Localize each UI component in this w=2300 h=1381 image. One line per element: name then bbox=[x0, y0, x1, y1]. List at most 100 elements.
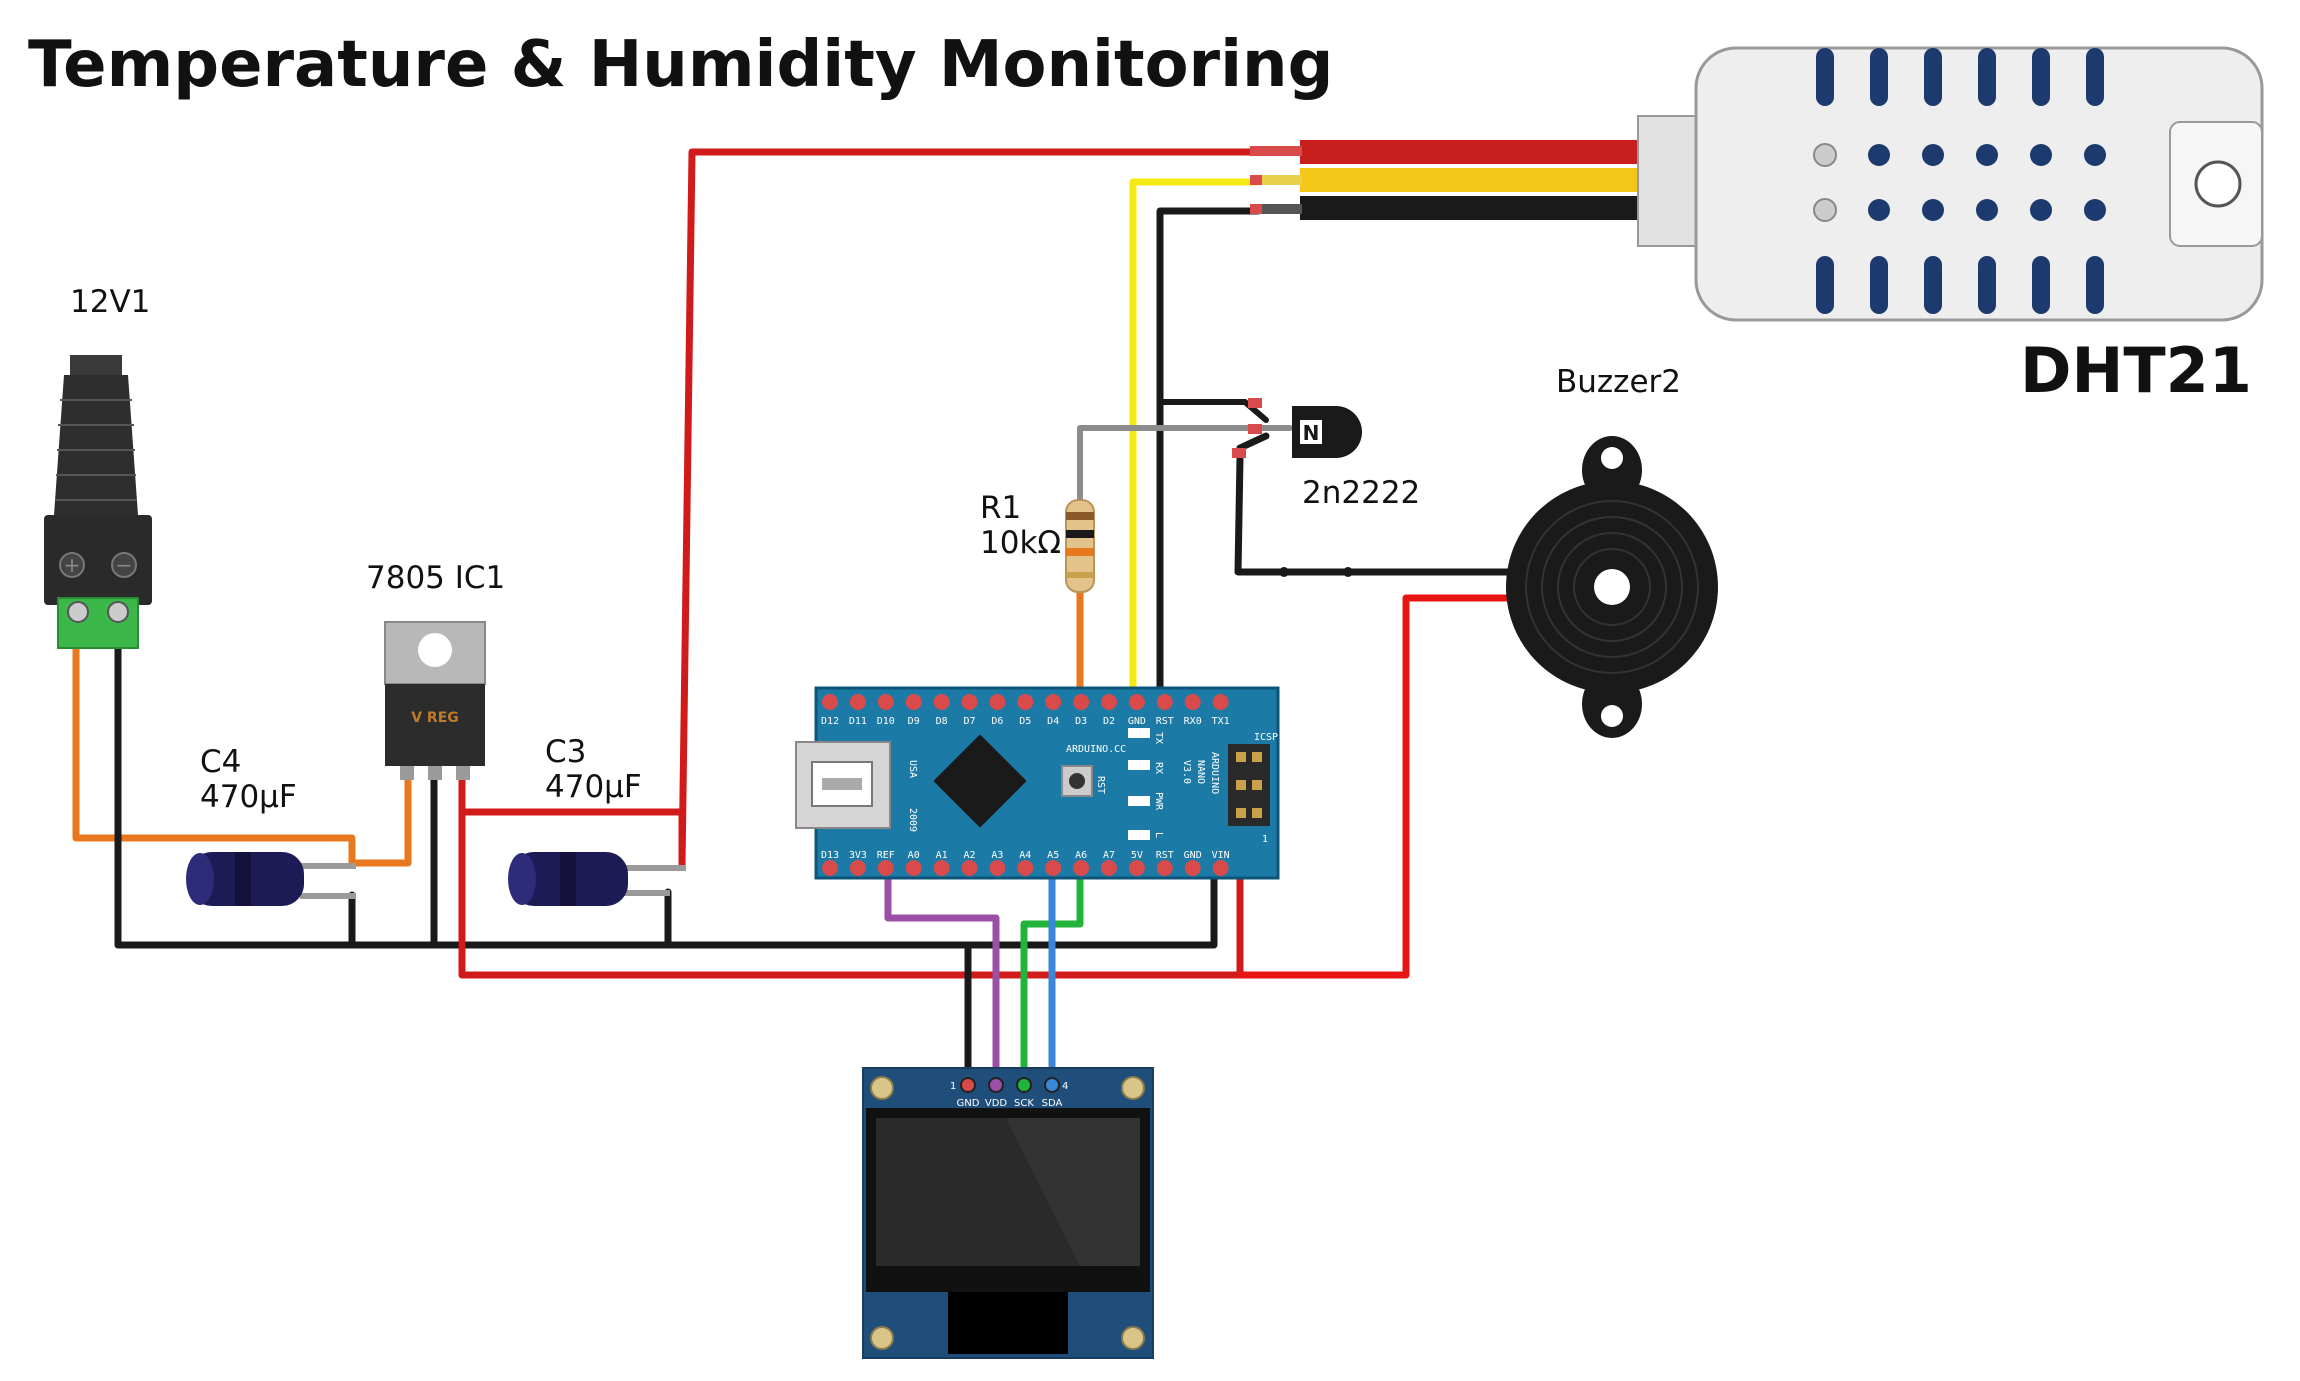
top-pin-label: D7 bbox=[963, 716, 975, 727]
bottom-pin-label: A1 bbox=[936, 850, 948, 861]
sensor-label: DHT21 bbox=[2020, 334, 2252, 407]
c4-value: 470µF bbox=[200, 779, 297, 815]
power-jack-label: 12V1 bbox=[70, 284, 150, 320]
board-model-2: NANO bbox=[1195, 760, 1206, 784]
bottom-pin-d13 bbox=[822, 860, 838, 876]
oled-display: 1 4 GND VDD SCK SDA bbox=[862, 1067, 1154, 1359]
bottom-pin-a4 bbox=[1017, 860, 1034, 876]
junctions bbox=[1279, 567, 1353, 577]
plus-icon bbox=[59, 552, 85, 578]
top-pin-label: D5 bbox=[1019, 716, 1031, 727]
oled-pin-vdd: VDD bbox=[985, 1098, 1008, 1109]
wire-red-dht-vcc bbox=[678, 148, 1262, 869]
board-chip-text: ARDUINO.CC bbox=[1066, 744, 1126, 755]
board-pwr-text: PWR bbox=[1153, 792, 1164, 811]
top-pin-rst bbox=[1156, 694, 1173, 710]
bottom-pin-label: 3V3 bbox=[849, 850, 867, 861]
bottom-pin-rst bbox=[1156, 860, 1173, 876]
board-model-3: V3.0 bbox=[1181, 760, 1192, 784]
board-rx-text: RX bbox=[1153, 762, 1164, 774]
top-pin-label: TX1 bbox=[1212, 716, 1230, 727]
bottom-pin-label: REF bbox=[877, 850, 895, 861]
oled-pin-sda: SDA bbox=[1042, 1098, 1063, 1109]
top-pin-label: D9 bbox=[908, 716, 920, 727]
board-tx-text: TX bbox=[1153, 732, 1164, 744]
bottom-pin-a2 bbox=[961, 860, 978, 876]
top-pin-d5 bbox=[1017, 694, 1034, 710]
top-pin-label: D6 bbox=[991, 716, 1003, 727]
c3-value: 470µF bbox=[545, 769, 642, 805]
r1-name: R1 bbox=[980, 490, 1021, 526]
top-pin-d8 bbox=[933, 694, 950, 710]
wire-black-dht-gnd bbox=[1156, 207, 1262, 706]
regulator-marking: V REG bbox=[411, 710, 459, 726]
wire-red-5v-bus bbox=[458, 771, 1244, 979]
board-rst-text: RST bbox=[1095, 776, 1106, 794]
bottom-pin-a1 bbox=[933, 860, 950, 876]
bottom-pin-a7 bbox=[1101, 860, 1117, 876]
regulator-label: 7805 IC1 bbox=[366, 560, 505, 596]
bottom-pin-a3 bbox=[989, 860, 1006, 876]
bottom-pin-ref bbox=[877, 860, 894, 876]
bottom-pin-label: GND bbox=[1184, 850, 1202, 861]
top-pin-label: GND bbox=[1128, 716, 1146, 727]
top-pin-d9 bbox=[905, 694, 922, 710]
bottom-pin-label: A4 bbox=[1019, 850, 1031, 861]
capacitor-c4: C4 470µF bbox=[186, 744, 356, 906]
top-pin-d12 bbox=[822, 694, 838, 710]
svg-text:−: − bbox=[116, 553, 133, 577]
board-l-text: L bbox=[1153, 832, 1164, 838]
oled-pin-num-first: 1 bbox=[950, 1081, 956, 1092]
top-pin-label: D10 bbox=[877, 716, 895, 727]
top-pin-d2 bbox=[1101, 694, 1117, 710]
c3-name: C3 bbox=[545, 734, 586, 770]
top-pin-tx1 bbox=[1212, 694, 1229, 710]
bottom-pin-label: A3 bbox=[991, 850, 1003, 861]
top-pin-label: D11 bbox=[849, 716, 867, 727]
bottom-pin-label: A5 bbox=[1047, 850, 1059, 861]
dht21-sensor: DHT21 bbox=[1250, 46, 2264, 407]
bottom-pin-label: A2 bbox=[963, 850, 975, 861]
voltage-regulator: V REG 7805 IC1 bbox=[366, 560, 505, 780]
top-pin-d3 bbox=[1073, 694, 1090, 710]
top-pin-d6 bbox=[989, 694, 1006, 710]
oled-pin-gnd: GND bbox=[957, 1098, 980, 1109]
bottom-pin-label: A0 bbox=[908, 850, 920, 861]
top-pin-d11 bbox=[849, 694, 866, 710]
c4-name: C4 bbox=[200, 744, 241, 780]
transistor: N 2n2222 bbox=[1232, 398, 1420, 511]
bottom-pin-label: A6 bbox=[1075, 850, 1087, 861]
bottom-pin-label: D13 bbox=[821, 850, 839, 861]
board-usa-text: USA bbox=[907, 760, 918, 778]
diagram-title: Temperature & Humidity Monitoring bbox=[28, 28, 1333, 102]
top-pin-label: RX0 bbox=[1184, 716, 1202, 727]
bottom-pin-label: VIN bbox=[1212, 850, 1230, 861]
bottom-pin-label: 5V bbox=[1131, 850, 1143, 861]
bottom-pin-a6 bbox=[1073, 860, 1090, 876]
wire-purple-3v3 bbox=[884, 864, 1000, 1089]
wire-black-transistor-emitter bbox=[1157, 399, 1269, 423]
wire-yellow-dht-data bbox=[1129, 178, 1262, 706]
board-year-text: 2009 bbox=[907, 808, 918, 832]
transistor-marking: N bbox=[1303, 421, 1320, 445]
wire-gray-transistor-base bbox=[1077, 425, 1293, 503]
wire-red-buzzer bbox=[1236, 594, 1514, 979]
top-pin-label: D4 bbox=[1047, 716, 1059, 727]
top-pin-label: RST bbox=[1156, 716, 1174, 727]
top-pin-d7 bbox=[961, 694, 978, 710]
board-icsp-text: ICSP bbox=[1254, 732, 1278, 743]
buzzer: Buzzer2 bbox=[1506, 364, 1718, 738]
top-pin-d10 bbox=[877, 694, 894, 710]
top-pin-label: D2 bbox=[1103, 716, 1115, 727]
resistor-r1: R1 10kΩ bbox=[980, 490, 1095, 593]
bottom-pin-5v bbox=[1128, 860, 1145, 876]
bottom-pin-3v3 bbox=[849, 860, 866, 876]
bottom-pin-a5 bbox=[1045, 860, 1062, 876]
bottom-pin-gnd bbox=[1184, 860, 1201, 876]
transistor-label: 2n2222 bbox=[1302, 475, 1420, 511]
r1-value: 10kΩ bbox=[980, 525, 1061, 561]
buzzer-label: Buzzer2 bbox=[1556, 364, 1681, 400]
